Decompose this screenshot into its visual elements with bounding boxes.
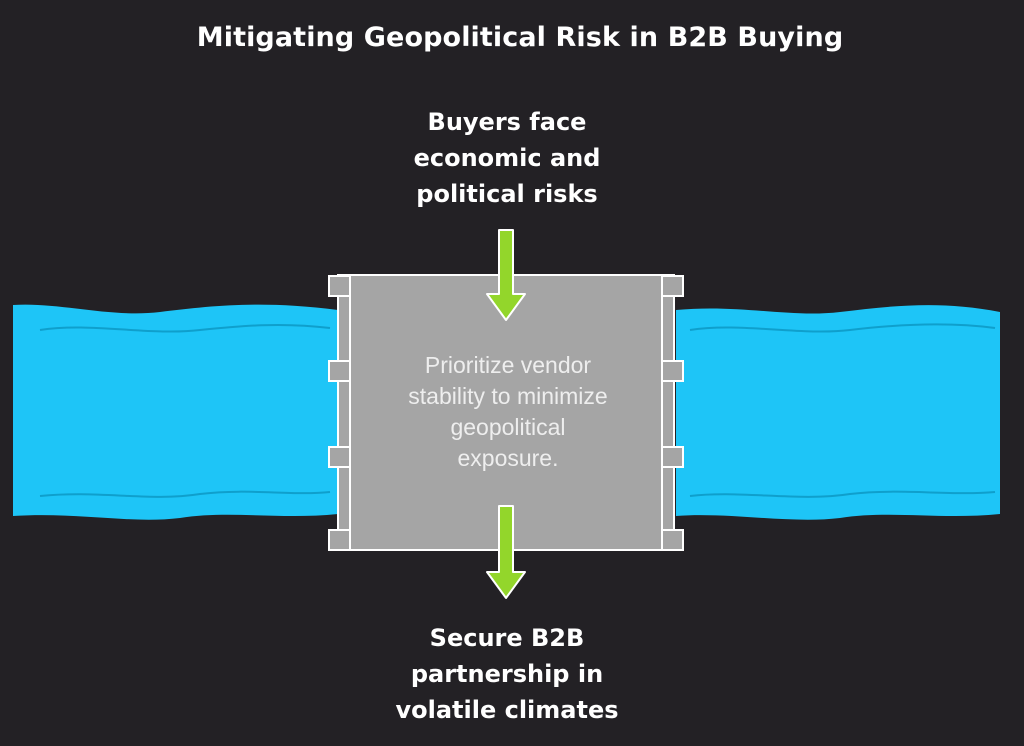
output-label-line: volatile climates xyxy=(395,696,619,724)
output-label-line: partnership in xyxy=(410,660,604,688)
gate-label: Prioritize vendor stability to minimize … xyxy=(370,350,646,474)
arrow-down-top xyxy=(486,229,526,321)
gate-label-line: geopolitical xyxy=(450,414,566,440)
river-left-ripple-top xyxy=(39,323,331,333)
gate-bracket-right-2 xyxy=(661,360,684,382)
arrow-down-bottom xyxy=(486,505,526,599)
output-label-line: Secure B2B xyxy=(429,624,585,652)
input-label: Buyers face economic and political risks xyxy=(357,104,657,212)
input-label-line: political risks xyxy=(416,180,598,208)
gate-bracket-right-3 xyxy=(661,446,684,468)
river-left xyxy=(13,304,338,520)
gate-label-line: stability to minimize xyxy=(408,383,608,409)
gate-bracket-right-1 xyxy=(661,275,684,297)
river-right-ripple-bottom xyxy=(689,490,996,498)
river-left-ripple-bottom xyxy=(39,490,331,498)
gate-bracket-left-3 xyxy=(328,446,351,468)
gate-bracket-right-4 xyxy=(661,529,684,551)
river-right-ripple-top xyxy=(689,323,996,333)
gate-post-left xyxy=(337,274,351,551)
gate-label-line: exposure. xyxy=(457,445,559,471)
gate-post-right xyxy=(661,274,675,551)
input-label-line: Buyers face xyxy=(427,108,587,136)
gate-label-line: Prioritize vendor xyxy=(424,352,592,378)
gate-bracket-left-1 xyxy=(328,275,351,297)
input-label-line: economic and xyxy=(413,144,601,172)
output-label: Secure B2B partnership in volatile clima… xyxy=(357,620,657,728)
gate-bracket-left-2 xyxy=(328,360,351,382)
river-right xyxy=(676,305,1000,520)
gate-bracket-left-4 xyxy=(328,529,351,551)
diagram-title: Mitigating Geopolitical Risk in B2B Buyi… xyxy=(196,22,844,53)
